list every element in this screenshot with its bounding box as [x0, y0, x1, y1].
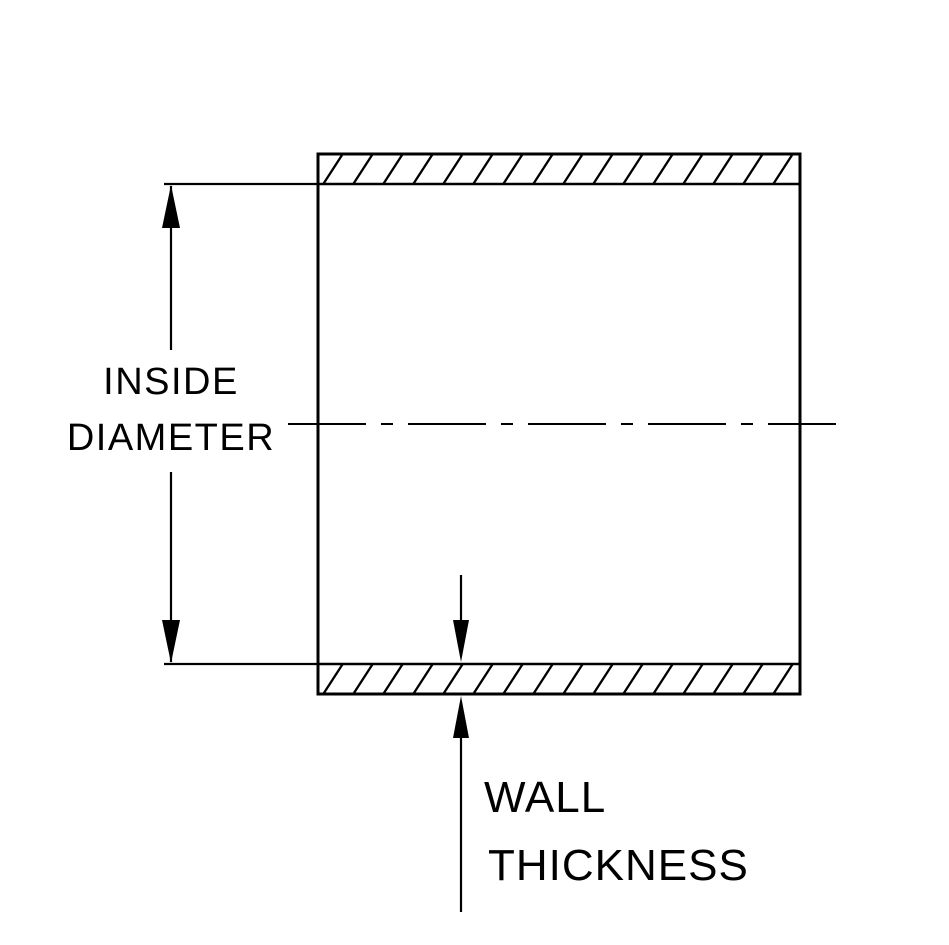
- wall-thickness-dimension: WALL THICKNESS: [453, 575, 749, 912]
- hose-body: [316, 152, 802, 696]
- wall-thickness-label-line1: WALL: [484, 773, 606, 822]
- arrow-up-icon: [162, 185, 180, 228]
- bottom-wall-hatch: [316, 662, 802, 696]
- wall-thickness-label-line2: THICKNESS: [488, 841, 749, 890]
- inside-diameter-label-line1: INSIDE: [103, 361, 239, 403]
- inside-diameter-label-line2: DIAMETER: [67, 417, 275, 459]
- top-wall-hatch: [316, 152, 802, 186]
- inside-diameter-dimension: INSIDE DIAMETER: [67, 182, 318, 666]
- arrow-up-icon: [453, 696, 469, 738]
- arrow-down-icon: [453, 620, 469, 662]
- arrow-down-icon: [162, 620, 180, 663]
